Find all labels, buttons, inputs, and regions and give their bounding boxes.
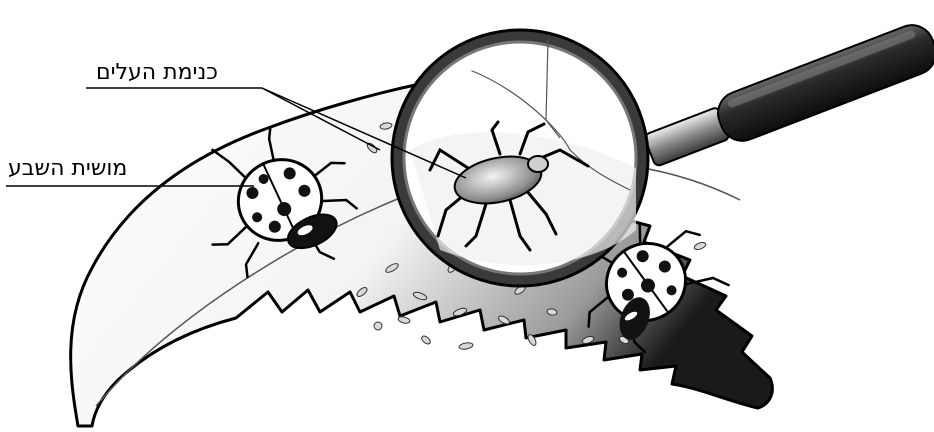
- ladybug-label: מושית השבע: [8, 158, 127, 180]
- aphid-label: כנימת העלים: [96, 62, 218, 84]
